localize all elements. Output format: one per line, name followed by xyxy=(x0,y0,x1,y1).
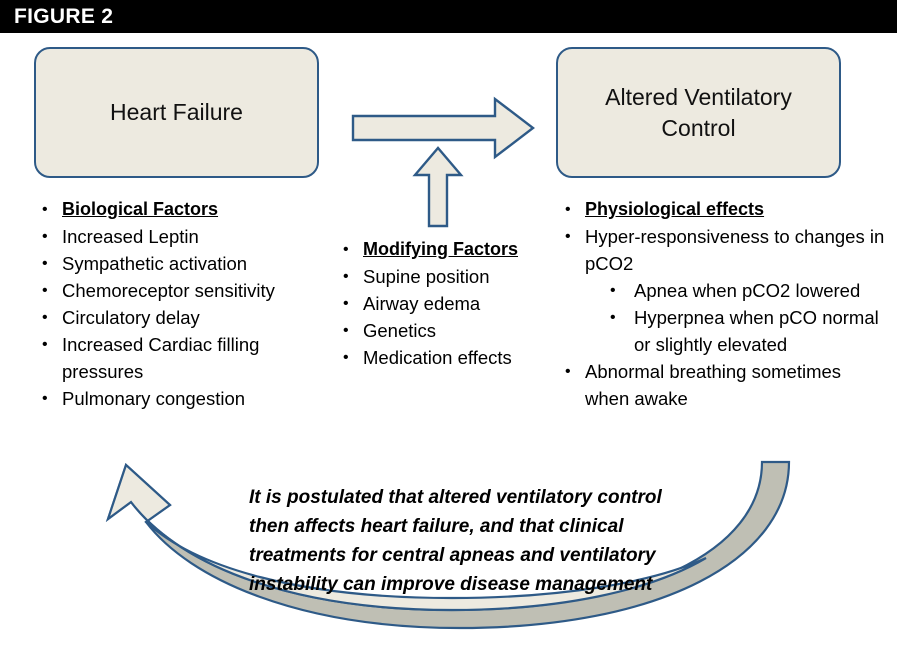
list-item-heading: Modifying Factors xyxy=(363,239,519,259)
list-item-label: Abnormal breathing sometimes when awake xyxy=(585,361,842,409)
list-item: • Biological Factors xyxy=(42,196,342,223)
list-item: • Medication effects xyxy=(343,344,558,371)
list-item: • Increased Cardiac filling pressures xyxy=(42,331,342,385)
bullet-point-icon: • xyxy=(565,363,571,380)
list-item-label: Hyperpnea when pCO normal or slightly el… xyxy=(634,307,879,355)
list-item: • Hyper-responsiveness to changes in pCO2 xyxy=(565,223,885,277)
bullet-point-icon: • xyxy=(610,282,616,299)
box-heart-failure-label: Heart Failure xyxy=(110,99,243,125)
list-item-label: Increased Cardiac filling pressures xyxy=(62,334,260,382)
list-item-label: Chemoreceptor sensitivity xyxy=(62,280,275,301)
list-item-label: Medication effects xyxy=(363,347,512,368)
bullet-point-icon: • xyxy=(42,309,48,326)
list-item-label: Sympathetic activation xyxy=(62,253,248,274)
list-item: • Airway edema xyxy=(343,290,558,317)
list-item-label: Genetics xyxy=(363,320,437,341)
figure-title: FIGURE 2 xyxy=(14,5,114,28)
modifying-factors-list: • Modifying Factors • Supine position • Airwa… xyxy=(343,236,558,371)
list-item-label: Apnea when pCO2 lowered xyxy=(634,280,861,301)
bullet-point-icon: • xyxy=(42,255,48,272)
list-item: • Hyperpnea when pCO normal or slightly e… xyxy=(565,304,885,358)
box-heart-failure[interactable]: Heart Failure xyxy=(34,47,319,178)
figure-header-band xyxy=(0,0,897,33)
bullet-point-icon: • xyxy=(42,282,48,299)
bullet-point-icon: • xyxy=(343,268,349,285)
caption-line: then affects heart failure, and that cli… xyxy=(249,516,624,537)
bullet-point-icon: • xyxy=(42,228,48,245)
box-altered-ventilatory-control[interactable]: Altered Ventilatory Control xyxy=(556,47,841,178)
bullet-point-icon: • xyxy=(343,241,349,258)
list-item: • Modifying Factors xyxy=(343,236,558,263)
caption-line: It is postulated that altered ventilator… xyxy=(249,487,662,508)
list-item-label: Airway edema xyxy=(363,293,481,314)
bullet-point-icon: • xyxy=(565,201,571,218)
list-item-heading: Physiological effects xyxy=(585,199,765,219)
bullet-point-icon: • xyxy=(42,390,48,407)
bullet-point-icon: • xyxy=(343,295,349,312)
right-arrow-icon xyxy=(351,96,535,160)
list-item: • Abnormal breathing sometimes when awake xyxy=(565,358,885,412)
list-item-label: Supine position xyxy=(363,266,490,287)
list-item: • Pulmonary congestion xyxy=(42,385,342,412)
list-item-label: Pulmonary congestion xyxy=(62,388,246,409)
list-item-heading: Biological Factors xyxy=(62,199,219,219)
list-item: • Genetics xyxy=(343,317,558,344)
up-arrow-icon xyxy=(412,146,464,228)
bullet-point-icon: • xyxy=(42,336,48,353)
list-item: • Apnea when pCO2 lowered xyxy=(565,277,885,304)
bullet-point-icon: • xyxy=(343,349,349,366)
list-item: • Chemoreceptor sensitivity xyxy=(42,277,342,304)
caption-line: treatments for central apneas and ventil… xyxy=(249,545,656,566)
list-item: • Sympathetic activation xyxy=(42,250,342,277)
list-item: • Increased Leptin xyxy=(42,223,342,250)
bullet-point-icon: • xyxy=(42,201,48,218)
list-item: • Physiological effects xyxy=(565,196,885,223)
biological-factors-list: • Biological Factors • Increased Leptin • Sym… xyxy=(42,196,342,412)
box-altered-ventilatory-control-label: Altered Ventilatory Control xyxy=(605,83,792,141)
list-item-label: Circulatory delay xyxy=(62,307,200,328)
feedback-caption: It is postulated that altered ventilator… xyxy=(249,483,679,599)
physiological-effects-list: • Physiological effects • Hyper-responsiven… xyxy=(565,196,885,412)
caption-line: instability can improve disease manageme… xyxy=(249,574,653,595)
list-item: • Supine position xyxy=(343,263,558,290)
list-item-label: Increased Leptin xyxy=(62,226,199,247)
list-item: • Circulatory delay xyxy=(42,304,342,331)
bullet-point-icon: • xyxy=(565,228,571,245)
bullet-point-icon: • xyxy=(610,309,616,326)
list-item-label: Hyper-responsiveness to changes in pCO2 xyxy=(585,226,885,274)
bullet-point-icon: • xyxy=(343,322,349,339)
